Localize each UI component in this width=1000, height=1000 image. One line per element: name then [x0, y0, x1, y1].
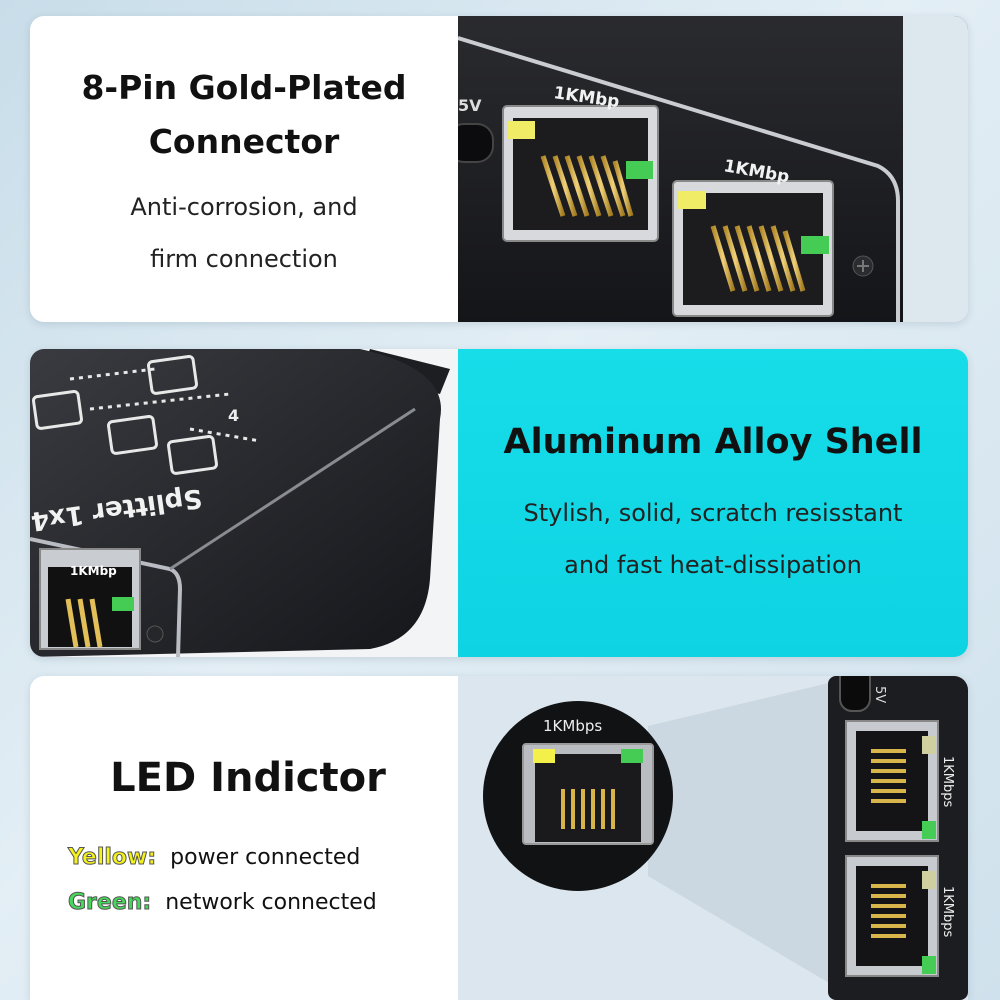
connector-title-line2: Connector: [148, 122, 340, 161]
front-port-label: 1KMbp: [70, 564, 117, 578]
ethernet-ports-closeup: 5V 1KMbp: [458, 16, 968, 322]
splitter-case-photo: 4 Splitter 1x4 1KMbp: [30, 349, 458, 657]
feature-panel-connector: 8-Pin Gold-Plated Connector Anti-corrosi…: [30, 16, 968, 322]
led-title: LED Indictor: [110, 755, 386, 801]
connector-product-image: 5V 1KMbp: [458, 16, 968, 322]
legend-yellow-text: power connected: [170, 845, 361, 870]
shell-title: Aluminum Alloy Shell: [503, 422, 923, 462]
shell-text-block: Aluminum Alloy Shell Stylish, solid, scr…: [458, 349, 968, 657]
legend-green: Green: network connected: [67, 890, 377, 916]
port-number-label: 4: [228, 406, 239, 425]
side-port1-label: 1KMbps: [940, 756, 955, 808]
led-text-block: LED Indictor Yellow: power connected Gre…: [30, 676, 458, 1000]
connector-text-block: 8-Pin Gold-Plated Connector Anti-corrosi…: [30, 16, 458, 322]
led-ports-diagram: 1KMbps 5V: [458, 676, 968, 1000]
connector-title-line1: 8-Pin Gold-Plated: [81, 68, 407, 107]
connector-desc-line1: Anti-corrosion, and: [130, 193, 358, 221]
side-port2-label: 1KMbps: [940, 886, 955, 938]
legend-green-key: Green:: [67, 890, 152, 916]
feature-panel-led: LED Indictor Yellow: power connected Gre…: [30, 676, 968, 1000]
legend-green-text: network connected: [165, 890, 377, 915]
zoom-speed-label: 1KMbps: [543, 717, 602, 735]
connector-desc-line2: firm connection: [150, 245, 338, 273]
legend-yellow-key: Yellow:: [67, 845, 157, 871]
shell-desc-line1: Stylish, solid, scratch resisstant: [523, 499, 903, 527]
led-product-image: 1KMbps 5V: [458, 676, 968, 1000]
shell-product-image: 4 Splitter 1x4 1KMbp: [30, 349, 458, 657]
shell-desc-line2: and fast heat-dissipation: [564, 551, 862, 579]
feature-panel-shell: 4 Splitter 1x4 1KMbp Aluminum Alloy Shel…: [30, 349, 968, 657]
side-power-label: 5V: [872, 686, 887, 703]
power-label: 5V: [458, 96, 482, 115]
legend-yellow: Yellow: power connected: [67, 845, 361, 871]
